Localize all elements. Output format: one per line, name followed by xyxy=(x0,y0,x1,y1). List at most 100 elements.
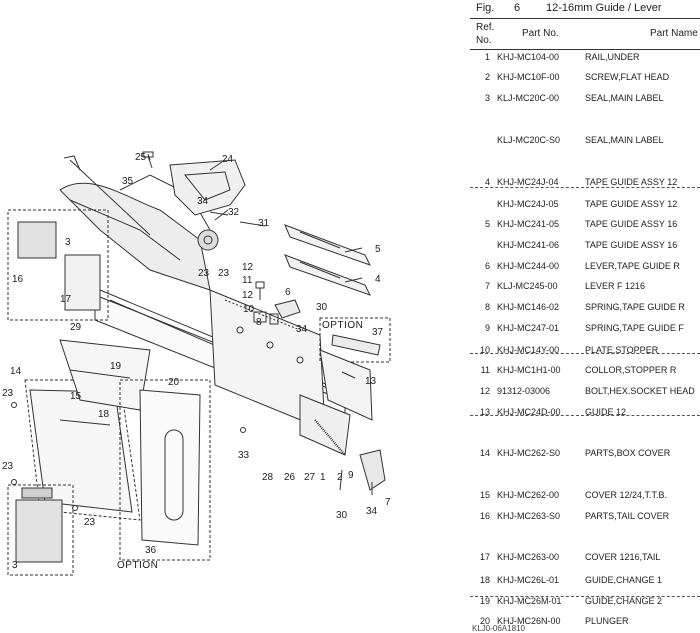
callout-6: 6 xyxy=(285,287,291,298)
callout-17: 17 xyxy=(60,294,72,305)
part-name: SEAL,MAIN LABEL xyxy=(585,93,664,103)
part-number: KHJ-MC146-02 xyxy=(497,302,560,312)
part-number: KHJ-MC24D-00 xyxy=(497,407,561,417)
part-name: COLLOR,STOPPER R xyxy=(585,365,677,375)
callout-37: 37 xyxy=(372,327,384,338)
ref-number: 12 xyxy=(479,386,490,396)
part-number: KLJ-MC20C-00 xyxy=(497,93,560,103)
part-number: KHJ-MC244-00 xyxy=(497,261,560,271)
callout-10: 10 xyxy=(243,304,255,315)
callout-35: 35 xyxy=(122,176,134,187)
diagram-drawing xyxy=(7,151,391,576)
part-name: GUIDE,CHANGE 1 xyxy=(585,575,663,585)
callout-5: 5 xyxy=(375,244,381,255)
part-number: KHJ-MC24J-05 xyxy=(497,199,559,209)
figure-number: 6 xyxy=(514,2,521,14)
ref-number: 20 xyxy=(479,616,490,626)
part-number: KHJ-MC262-S0 xyxy=(497,448,561,458)
callout-1: 1 xyxy=(320,472,326,483)
ref-number: 8 xyxy=(484,302,490,312)
callout-28: 28 xyxy=(262,472,274,483)
callout-2: 2 xyxy=(337,472,343,483)
group-separator xyxy=(470,415,700,416)
part-name: TAPE GUIDE ASSY 16 xyxy=(585,240,678,250)
part-name: COVER 1216,TAIL xyxy=(585,552,661,562)
callout-21: 23 xyxy=(218,268,230,279)
figure-title: 12-16mm Guide / Lever xyxy=(546,2,662,14)
part-number: 91312-03006 xyxy=(497,386,551,396)
group-separator xyxy=(470,353,700,354)
part-name: GUIDE 12 xyxy=(585,407,627,417)
ref-number: 3 xyxy=(484,93,490,103)
group-separator xyxy=(470,596,700,597)
ref-number: 13 xyxy=(479,407,490,417)
option-label-b: OPTION xyxy=(117,560,158,571)
part-name: LEVER,TAPE GUIDE R xyxy=(585,261,680,271)
callout-31: 31 xyxy=(258,218,270,229)
part-name: TAPE GUIDE ASSY 16 xyxy=(585,219,678,229)
callout-11: 11 xyxy=(242,275,253,286)
part-number: KHJ-MC247-01 xyxy=(497,323,560,333)
callout-13: 13 xyxy=(365,376,377,387)
callout-16: 16 xyxy=(12,274,24,285)
footer-code: KLJ0-06A1810 xyxy=(472,624,525,633)
part-name: BOLT,HEX.SOCKET HEAD xyxy=(585,386,695,396)
part-name: LEVER F 1216 xyxy=(585,281,646,291)
callout-12a: 12 xyxy=(242,262,254,273)
part-number: KHJ-MC1H1-00 xyxy=(497,365,561,375)
ref-number: 10 xyxy=(479,345,490,355)
callout-26: 26 xyxy=(284,472,296,483)
part-name: PARTS,BOX COVER xyxy=(585,448,671,458)
callout-18: 18 xyxy=(98,409,110,420)
figure-header: Fig. 6 12-16mm Guide / Lever xyxy=(476,2,700,16)
part-name: SPRING,TAPE GUIDE R xyxy=(585,302,685,312)
part-number: KHJ-MC26M-01 xyxy=(497,596,562,606)
exploded-view-svg: 25 24 35 34 32 31 23 23 12 11 6 12 10 8 … xyxy=(2,151,391,576)
column-header-part-no: Part No. xyxy=(522,28,559,39)
ref-number: 16 xyxy=(479,511,490,521)
ref-number: 17 xyxy=(479,552,490,562)
ref-number: 9 xyxy=(484,323,490,333)
callout-15: 15 xyxy=(70,391,82,402)
column-header-ref: Ref. No. xyxy=(476,22,495,46)
part-name: TAPE GUIDE ASSY 12 xyxy=(585,199,678,209)
part-number: KHJ-MC241-06 xyxy=(497,240,560,250)
callout-36: 36 xyxy=(145,545,157,556)
ref-number: 5 xyxy=(484,219,490,229)
part-name: PARTS,TAIL COVER xyxy=(585,511,670,521)
ref-number: 19 xyxy=(479,596,490,606)
callout-9: 9 xyxy=(348,470,354,481)
group-separator xyxy=(470,187,700,188)
callout-19: 19 xyxy=(110,361,122,372)
callout-7: 7 xyxy=(385,497,391,508)
part-number: KHJ-MC14Y-00 xyxy=(497,345,560,355)
part-name: TAPE GUIDE ASSY 12 xyxy=(585,177,678,187)
callout-12b: 12 xyxy=(242,290,254,301)
parts-list-panel: Fig. 6 12-16mm Guide / Lever Ref. No. Pa… xyxy=(470,0,700,633)
part-name: SCREW,FLAT HEAD xyxy=(585,72,670,82)
callout-3b: 3 xyxy=(12,560,18,571)
part-name: RAIL,UNDER xyxy=(585,52,640,62)
callout-3a: 3 xyxy=(65,237,71,248)
callout-27: 27 xyxy=(304,472,316,483)
ref-number: 7 xyxy=(484,281,490,291)
column-header-part-name: Part Name xyxy=(650,28,698,39)
part-name: PLUNGER xyxy=(585,616,629,626)
callout-33: 33 xyxy=(238,450,250,461)
callout-8: 8 xyxy=(256,317,262,328)
part-number: KHJ-MC241-05 xyxy=(497,219,560,229)
callout-25: 25 xyxy=(135,152,147,163)
callout-29: 29 xyxy=(70,322,82,333)
callout-32: 32 xyxy=(228,207,240,218)
callout-14: 14 xyxy=(10,366,22,377)
callout-23b: 23 xyxy=(2,461,14,472)
callout-23a: 23 xyxy=(2,388,14,399)
callout-34c: 34 xyxy=(366,506,378,517)
option-label-a: OPTION xyxy=(322,320,363,331)
callout-20: 20 xyxy=(168,377,180,388)
exploded-view-diagram: 25 24 35 34 32 31 23 23 12 11 6 12 10 8 … xyxy=(2,151,391,576)
callout-24: 24 xyxy=(222,154,234,165)
part-number: KHJ-MC263-00 xyxy=(497,552,560,562)
part-name: SPRING,TAPE GUIDE F xyxy=(585,323,684,333)
ref-number: 4 xyxy=(484,177,490,187)
